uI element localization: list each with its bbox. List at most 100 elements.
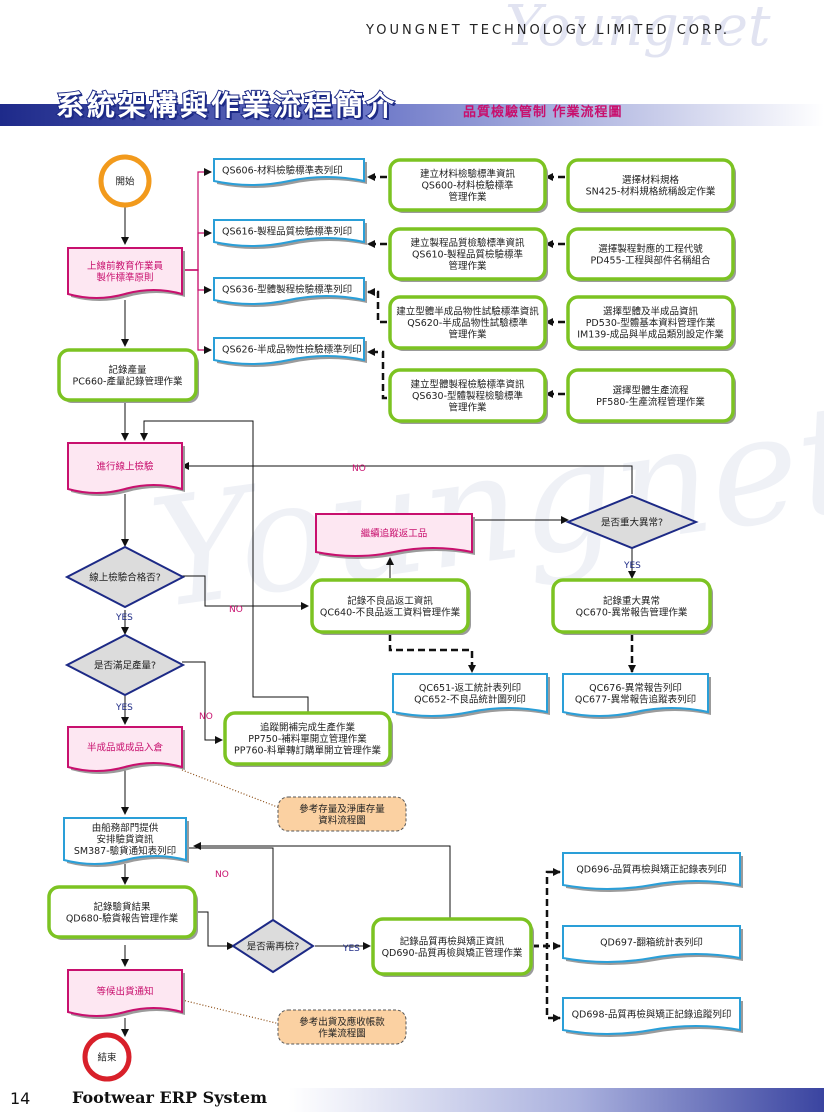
qd698-text: QD698-品質再檢與矯正記錄追蹤列印 [572, 1009, 732, 1021]
edge-qc640-qc651 [388, 634, 476, 673]
rec_prod-text: 記錄產量 [108, 364, 147, 376]
edge-edu-qs626 [182, 269, 212, 354]
start-terminal: 開始 [98, 154, 152, 208]
qs606-document: QS606-材料檢驗標準表列印 [213, 158, 367, 188]
qd697-text: QD697-翻箱統計表列印 [600, 937, 703, 949]
qs606-text: QS606-材料檢驗標準表列印 [222, 165, 343, 177]
qd698-document: QD698-品質再檢與矯正記錄追蹤列印 [562, 997, 743, 1037]
edge-label-no: NO [352, 464, 366, 474]
edge-label-no: NO [215, 870, 229, 880]
qc640-text: 記錄不良品返工資訊 [347, 595, 433, 607]
start-text: 開始 [115, 176, 135, 188]
qs626-document: QS626-半成品物性檢驗標準列印 [213, 337, 367, 367]
edu-text: 上線前教育作業員 [87, 260, 164, 272]
rec_insp-text: 記錄驗貨結果 [93, 901, 151, 913]
edu-text: 製作標準原則 [96, 271, 153, 283]
edge-qd690-qd696 [532, 868, 561, 948]
ship_arr-text: 由船務部門提供 [92, 822, 159, 834]
note_stock-text: 參考存量及淨庫存量 [299, 803, 385, 815]
edge-major-no-check [181, 462, 633, 494]
pd455-text: 選擇製程對應的工程代號 [598, 243, 703, 255]
edge-qs630-qs626 [367, 348, 387, 400]
edge-continue-major [471, 516, 569, 535]
qs620-text: 建立型體半成品物性試驗標準資訊 [396, 306, 539, 318]
page-subtitle: 品質檢驗管制 作業流程圖 [463, 105, 623, 120]
edge-label-yes: YES [342, 944, 360, 954]
stock_in-text: 半成品或成品入倉 [87, 742, 164, 754]
qc676-text: QC677-異常報告追蹤表列印 [575, 693, 696, 705]
qd690-text: 記錄品質再檢與矯正資訊 [400, 935, 505, 947]
qc670-text: QC670-異常報告管理作業 [576, 606, 688, 618]
edge-qs620-qs636 [367, 288, 387, 324]
qs600-text: 管理作業 [448, 191, 487, 203]
pass_q-decision: 線上檢驗合格否? [64, 545, 186, 609]
qd690-text: QD690-品質再檢與矯正管理作業 [382, 947, 523, 959]
sn425-text: SN425-材料規格統稱設定作業 [586, 185, 716, 197]
page-title: 系統架構與作業流程簡介 [55, 88, 398, 123]
edge-recheck-no-ship [181, 844, 274, 920]
company-logo-watermark: Youngnet [505, 0, 771, 59]
edge-wait-note [181, 999, 281, 1025]
edge-qd690-loop-ship [193, 842, 451, 919]
meet_q-text: 是否滿足產量? [94, 660, 156, 672]
meet_q-decision: 是否滿足產量? [64, 633, 186, 697]
pp750-text: PP750-補料單開立管理作業 [248, 733, 367, 745]
pf580-text: 選擇型體生產流程 [612, 384, 689, 396]
pp750-process: 追蹤開補完成生產作業PP750-補料單開立管理作業PP760-料單轉訂購單開立管… [223, 711, 393, 767]
page-number: 14 [10, 1089, 31, 1108]
qs630-text: 建立型體製程檢驗標準資訊 [410, 379, 525, 391]
qc640-text: QC640-不良品返工資料管理作業 [320, 606, 461, 618]
pd530-text: IM139-成品與半成品類別設定作業 [577, 329, 724, 341]
pd530-text: 選擇型體及半成品資訊 [603, 306, 699, 318]
rec_insp-text: QD680-驗貨報告管理作業 [66, 912, 179, 924]
edge-pp750-loop-check [140, 420, 309, 712]
rec_prod-text: PC660-產量記錄管理作業 [73, 375, 183, 387]
end-terminal: 結束 [82, 1032, 132, 1082]
continue_rework-text: 繼續追蹤返工品 [361, 528, 428, 540]
edge-edu-qs636 [182, 269, 212, 294]
qs616-text: QS616-製程品質檢驗標準列印 [222, 226, 352, 238]
online_check-text: 進行線上檢驗 [96, 461, 154, 473]
note_ship-text: 作業流程圖 [318, 1027, 366, 1039]
wait_ship-text: 等候出貨通知 [96, 986, 153, 998]
edge-qd690-qd698 [532, 944, 561, 1022]
pass_q-text: 線上檢驗合格否? [89, 572, 161, 584]
edge-label-yes: YES [115, 703, 133, 713]
edge-stock-note [181, 769, 281, 809]
qs630-text: QS630-型體製程檢驗標準 [412, 390, 524, 402]
qd696-text: QD696-品質再檢與矯正記錄表列印 [576, 864, 726, 876]
edge-label-yes: YES [115, 613, 133, 623]
stock_in-document: 半成品或成品入倉 [67, 726, 185, 774]
pd455-text: PD455-工程與部件名稱組合 [590, 254, 711, 266]
qs620-text: 管理作業 [448, 329, 487, 341]
edge-pass-no-qc640 [182, 575, 309, 610]
qs630-text: 管理作業 [448, 402, 487, 414]
qs610-text: 管理作業 [448, 260, 487, 272]
sn425-text: 選擇材料規格 [622, 174, 680, 186]
qc676-text: QC676-異常報告列印 [589, 682, 682, 694]
edge-meet-no-pp750 [182, 661, 223, 744]
company-name: YOUNGNET TECHNOLOGY LIMITED CORP. [366, 23, 730, 38]
edge-edu-qs606 [182, 168, 212, 271]
pd530-process: 選擇型體及半成品資訊PD530-型體基本資料管理作業IM139-成品與半成品類別… [566, 295, 736, 351]
continue_rework-document: 繼續追蹤返工品 [315, 513, 475, 559]
title-bar [0, 104, 824, 126]
qd696-document: QD696-品質再檢與矯正記錄表列印 [562, 852, 743, 892]
qs636-document: QS636-型體製程檢驗標準列印 [213, 277, 367, 307]
